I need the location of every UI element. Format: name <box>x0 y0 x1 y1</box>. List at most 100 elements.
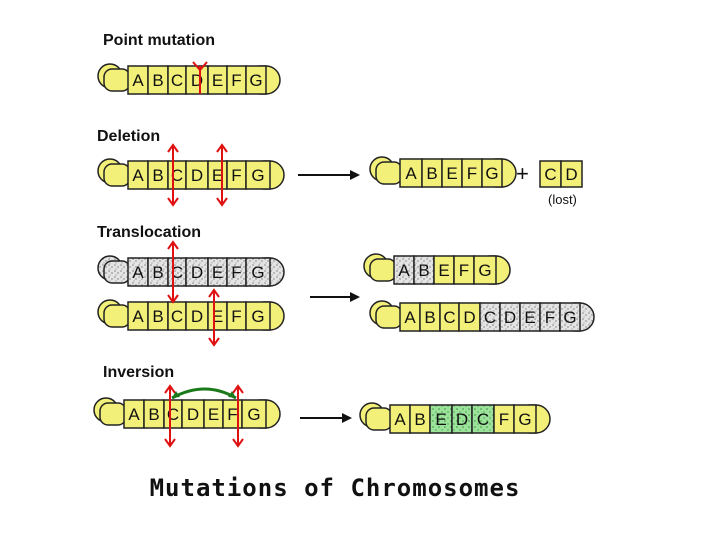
deletion-before-neck <box>103 163 131 187</box>
inversion-after-gene-label: C <box>477 410 489 429</box>
deletion-cut-left-head-top <box>167 143 179 153</box>
main-title: Mutations of Chromosomes <box>149 474 521 502</box>
deletion-before-gene-label: A <box>132 166 144 185</box>
inversion-after-gene-label: A <box>394 410 406 429</box>
translocation-cut-bottom-head-top <box>208 288 220 298</box>
inversion-after-gene-box <box>513 404 537 434</box>
translocation-after-bottom-gene-label: G <box>563 308 576 327</box>
deletion-arrow-head <box>350 170 360 180</box>
translocation-after-top-neck <box>369 258 397 282</box>
deletion-cut-left-head-bottom <box>167 197 179 207</box>
inversion-before-gene-label: B <box>148 405 159 424</box>
title-point-mutation: Point mutation <box>103 32 215 49</box>
translocation-after-bottom-gene-label: E <box>524 308 535 327</box>
deletion-before-gene-label: G <box>251 166 264 185</box>
point-chromosome-gene-label: F <box>231 71 241 90</box>
fragment-gene-label: C <box>544 165 556 184</box>
translocation-arrow-head <box>350 292 360 302</box>
deletion-after-gene-label: F <box>467 164 477 183</box>
title-translocation: Translocation <box>97 224 202 241</box>
translocation-after-bottom-gene-label: A <box>404 308 416 327</box>
point-chromosome-gene-box <box>245 65 267 95</box>
translocation-cut-top-head-bottom <box>167 294 179 304</box>
inversion-cut-right-head-bottom <box>232 438 244 448</box>
inversion-before-gene-label: E <box>208 405 219 424</box>
title-deletion: Deletion <box>97 128 161 145</box>
lost-label: (lost) <box>548 192 577 207</box>
inversion-before-gene-label: F <box>227 405 237 424</box>
translocation-after-bottom-gene-label: D <box>504 308 516 327</box>
deletion-before-gene-label: E <box>212 166 223 185</box>
inversion-after-gene-label: D <box>456 410 468 429</box>
deletion-after-gene-label: B <box>426 164 437 183</box>
inversion-before-gene-label: C <box>167 405 179 424</box>
deletion-after-gene-box <box>481 158 503 188</box>
translocation-after-bottom-gene-label: D <box>463 308 475 327</box>
translocation-after-bottom-gene-label: C <box>484 308 496 327</box>
translocation-after-bottom-gene-label: C <box>443 308 455 327</box>
translocation-before-bottom-neck <box>103 304 131 328</box>
inversion-after-gene-label: E <box>435 410 446 429</box>
translocation-after-top-gene-label: F <box>459 261 469 280</box>
inversion-swap-arc <box>171 387 237 400</box>
inversion-after-gene-label: B <box>414 410 425 429</box>
point-chromosome-gene-label: E <box>212 71 223 90</box>
plus-sign: + <box>516 161 529 186</box>
deletion-cut-right-head-bottom <box>216 197 228 207</box>
translocation-before-bottom-gene-label: A <box>132 307 144 326</box>
translocation-after-top-gene-label: E <box>438 261 449 280</box>
translocation-after-top-gene-label: B <box>418 261 429 280</box>
inversion-cut-right-head-top <box>232 384 244 394</box>
deletion-before-gene-label: B <box>152 166 163 185</box>
translocation-before-top-gene-label: B <box>152 263 163 282</box>
deletion-after-neck <box>375 161 403 185</box>
inversion-cut-left-head-top <box>164 384 176 394</box>
inversion-swap-head-left <box>172 391 180 398</box>
translocation-before-bottom-gene-label: B <box>152 307 163 326</box>
deletion-before-gene-label: D <box>191 166 203 185</box>
inversion-swap-head-right <box>228 391 236 398</box>
deletion-before-gene-box <box>245 160 271 190</box>
translocation-cut-bottom-head-bottom <box>208 337 220 347</box>
inversion-before-gene-box <box>241 399 267 429</box>
deletion-before-gene-label: F <box>231 166 241 185</box>
deletion-after-gene-label: A <box>405 164 417 183</box>
translocation-after-top-gene-box <box>473 255 497 285</box>
translocation-before-top-neck <box>103 260 131 284</box>
translocation-before-top-gene-box <box>245 257 271 287</box>
inversion-before-gene-label: G <box>247 405 260 424</box>
translocation-before-top-gene-label: E <box>212 263 223 282</box>
translocation-before-bottom-gene-label: F <box>231 307 241 326</box>
translocation-after-bottom-gene-label: B <box>424 308 435 327</box>
fragment-gene-label: D <box>565 165 577 184</box>
point-chromosome-gene-label: G <box>249 71 262 90</box>
inversion-arrow-head <box>342 413 352 423</box>
translocation-before-top-gene-label: D <box>191 263 203 282</box>
translocation-before-bottom-gene-label: C <box>171 307 183 326</box>
translocation-before-bottom-gene-label: E <box>212 307 223 326</box>
translocation-cut-top-head-top <box>167 240 179 250</box>
inversion-after-gene-label: F <box>499 410 509 429</box>
translocation-before-bottom-gene-label: G <box>251 307 264 326</box>
translocation-before-bottom-gene-box <box>245 301 271 331</box>
translocation-after-bottom-gene-box <box>559 302 581 332</box>
point-chromosome-neck <box>103 68 131 92</box>
inversion-after-neck <box>365 407 393 431</box>
inversion-cut-left-head-bottom <box>164 438 176 448</box>
point-chromosome-gene-label: B <box>152 71 163 90</box>
translocation-before-top-gene-label: A <box>132 263 144 282</box>
deletion-after-gene-label: G <box>485 164 498 183</box>
inversion-before-neck <box>99 402 127 426</box>
inversion-before-gene-label: A <box>128 405 140 424</box>
fragment-gene-box <box>560 160 583 188</box>
title-inversion: Inversion <box>103 364 175 381</box>
translocation-after-bottom-gene-label: F <box>545 308 555 327</box>
point-chromosome-gene-label: D <box>191 71 203 90</box>
translocation-after-top-gene-label: A <box>398 261 410 280</box>
translocation-before-bottom-gene-label: D <box>191 307 203 326</box>
translocation-after-bottom-neck <box>375 305 403 329</box>
inversion-after-gene-label: G <box>518 410 531 429</box>
point-chromosome-gene-label: C <box>171 71 183 90</box>
